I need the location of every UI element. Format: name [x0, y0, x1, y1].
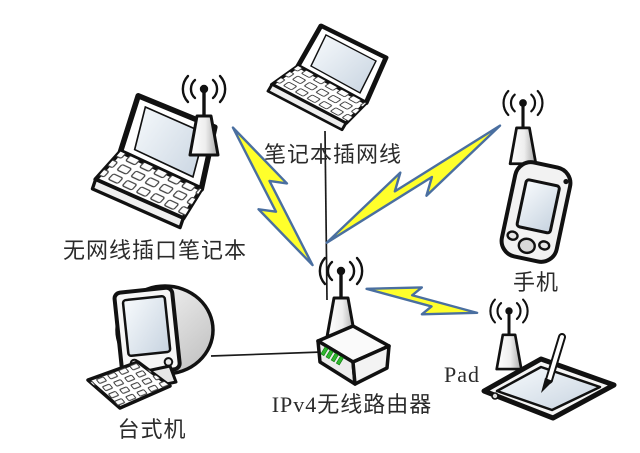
label-laptop-wired: 笔记本插网线 [263, 142, 403, 167]
phone-illustration [499, 89, 573, 264]
label-pad: Pad [444, 362, 480, 387]
laptop-wired-illustration [268, 26, 386, 130]
lightning-bolt-icon-pad [363, 278, 481, 323]
label-phone: 手机 [512, 270, 560, 295]
keyboard [86, 360, 172, 410]
stylus-icon [541, 333, 566, 393]
laptop-wireless-illustration [80, 74, 228, 239]
cable-desktop-router [210, 351, 323, 357]
monitor-bezel [112, 285, 182, 377]
router-leds [320, 346, 344, 366]
desktop-illustration [86, 284, 215, 410]
router-illustration [316, 256, 391, 386]
lightning-bolt-icon-phone [317, 105, 509, 263]
antenna-icon [489, 298, 529, 371]
label-router: IPv4无线路由器 [271, 392, 433, 417]
label-desktop: 台式机 [117, 417, 187, 442]
cable-laptop-router [324, 130, 328, 301]
label-laptop-wireless: 无网线插口笔记本 [62, 238, 248, 263]
antenna-icon [502, 89, 544, 166]
pad-illustration [481, 298, 617, 421]
